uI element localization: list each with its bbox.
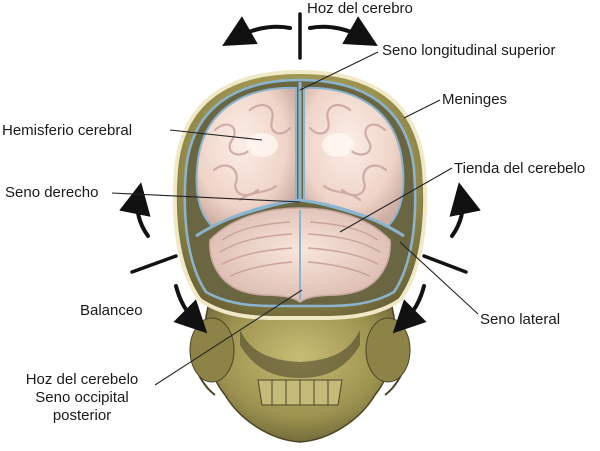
axis-bars xyxy=(130,12,468,274)
skull-lower xyxy=(189,299,411,443)
tentorium-line xyxy=(195,198,405,238)
leader-lines xyxy=(111,51,479,386)
rocking-arrows xyxy=(119,16,481,334)
label-falx-cerebelli-line1: Hoz del cerebelo xyxy=(25,371,139,388)
label-straight-sinus: Seno derecho xyxy=(5,184,99,201)
label-tentorium: Tienda del cerebelo xyxy=(454,160,586,177)
label-falx-cerebelli-line3: posterior xyxy=(52,407,112,424)
label-falx-cerebri: Hoz del cerebro xyxy=(307,0,413,17)
cerebral-hemispheres xyxy=(195,82,405,228)
label-cerebral-hemisphere: Hemisferio cerebral xyxy=(2,122,133,139)
label-rocking: Balanceo xyxy=(80,302,143,319)
label-meninges: Meninges xyxy=(442,91,508,108)
label-falx-cerebelli: Hoz del cerebelo Seno occipital posterio… xyxy=(12,371,152,425)
label-lateral-sinus: Seno lateral xyxy=(480,311,561,328)
cerebellum xyxy=(209,207,391,303)
label-falx-cerebelli-line2: Seno occipital xyxy=(35,389,129,406)
label-superior-sagittal-sinus: Seno longitudinal superior xyxy=(382,42,556,59)
